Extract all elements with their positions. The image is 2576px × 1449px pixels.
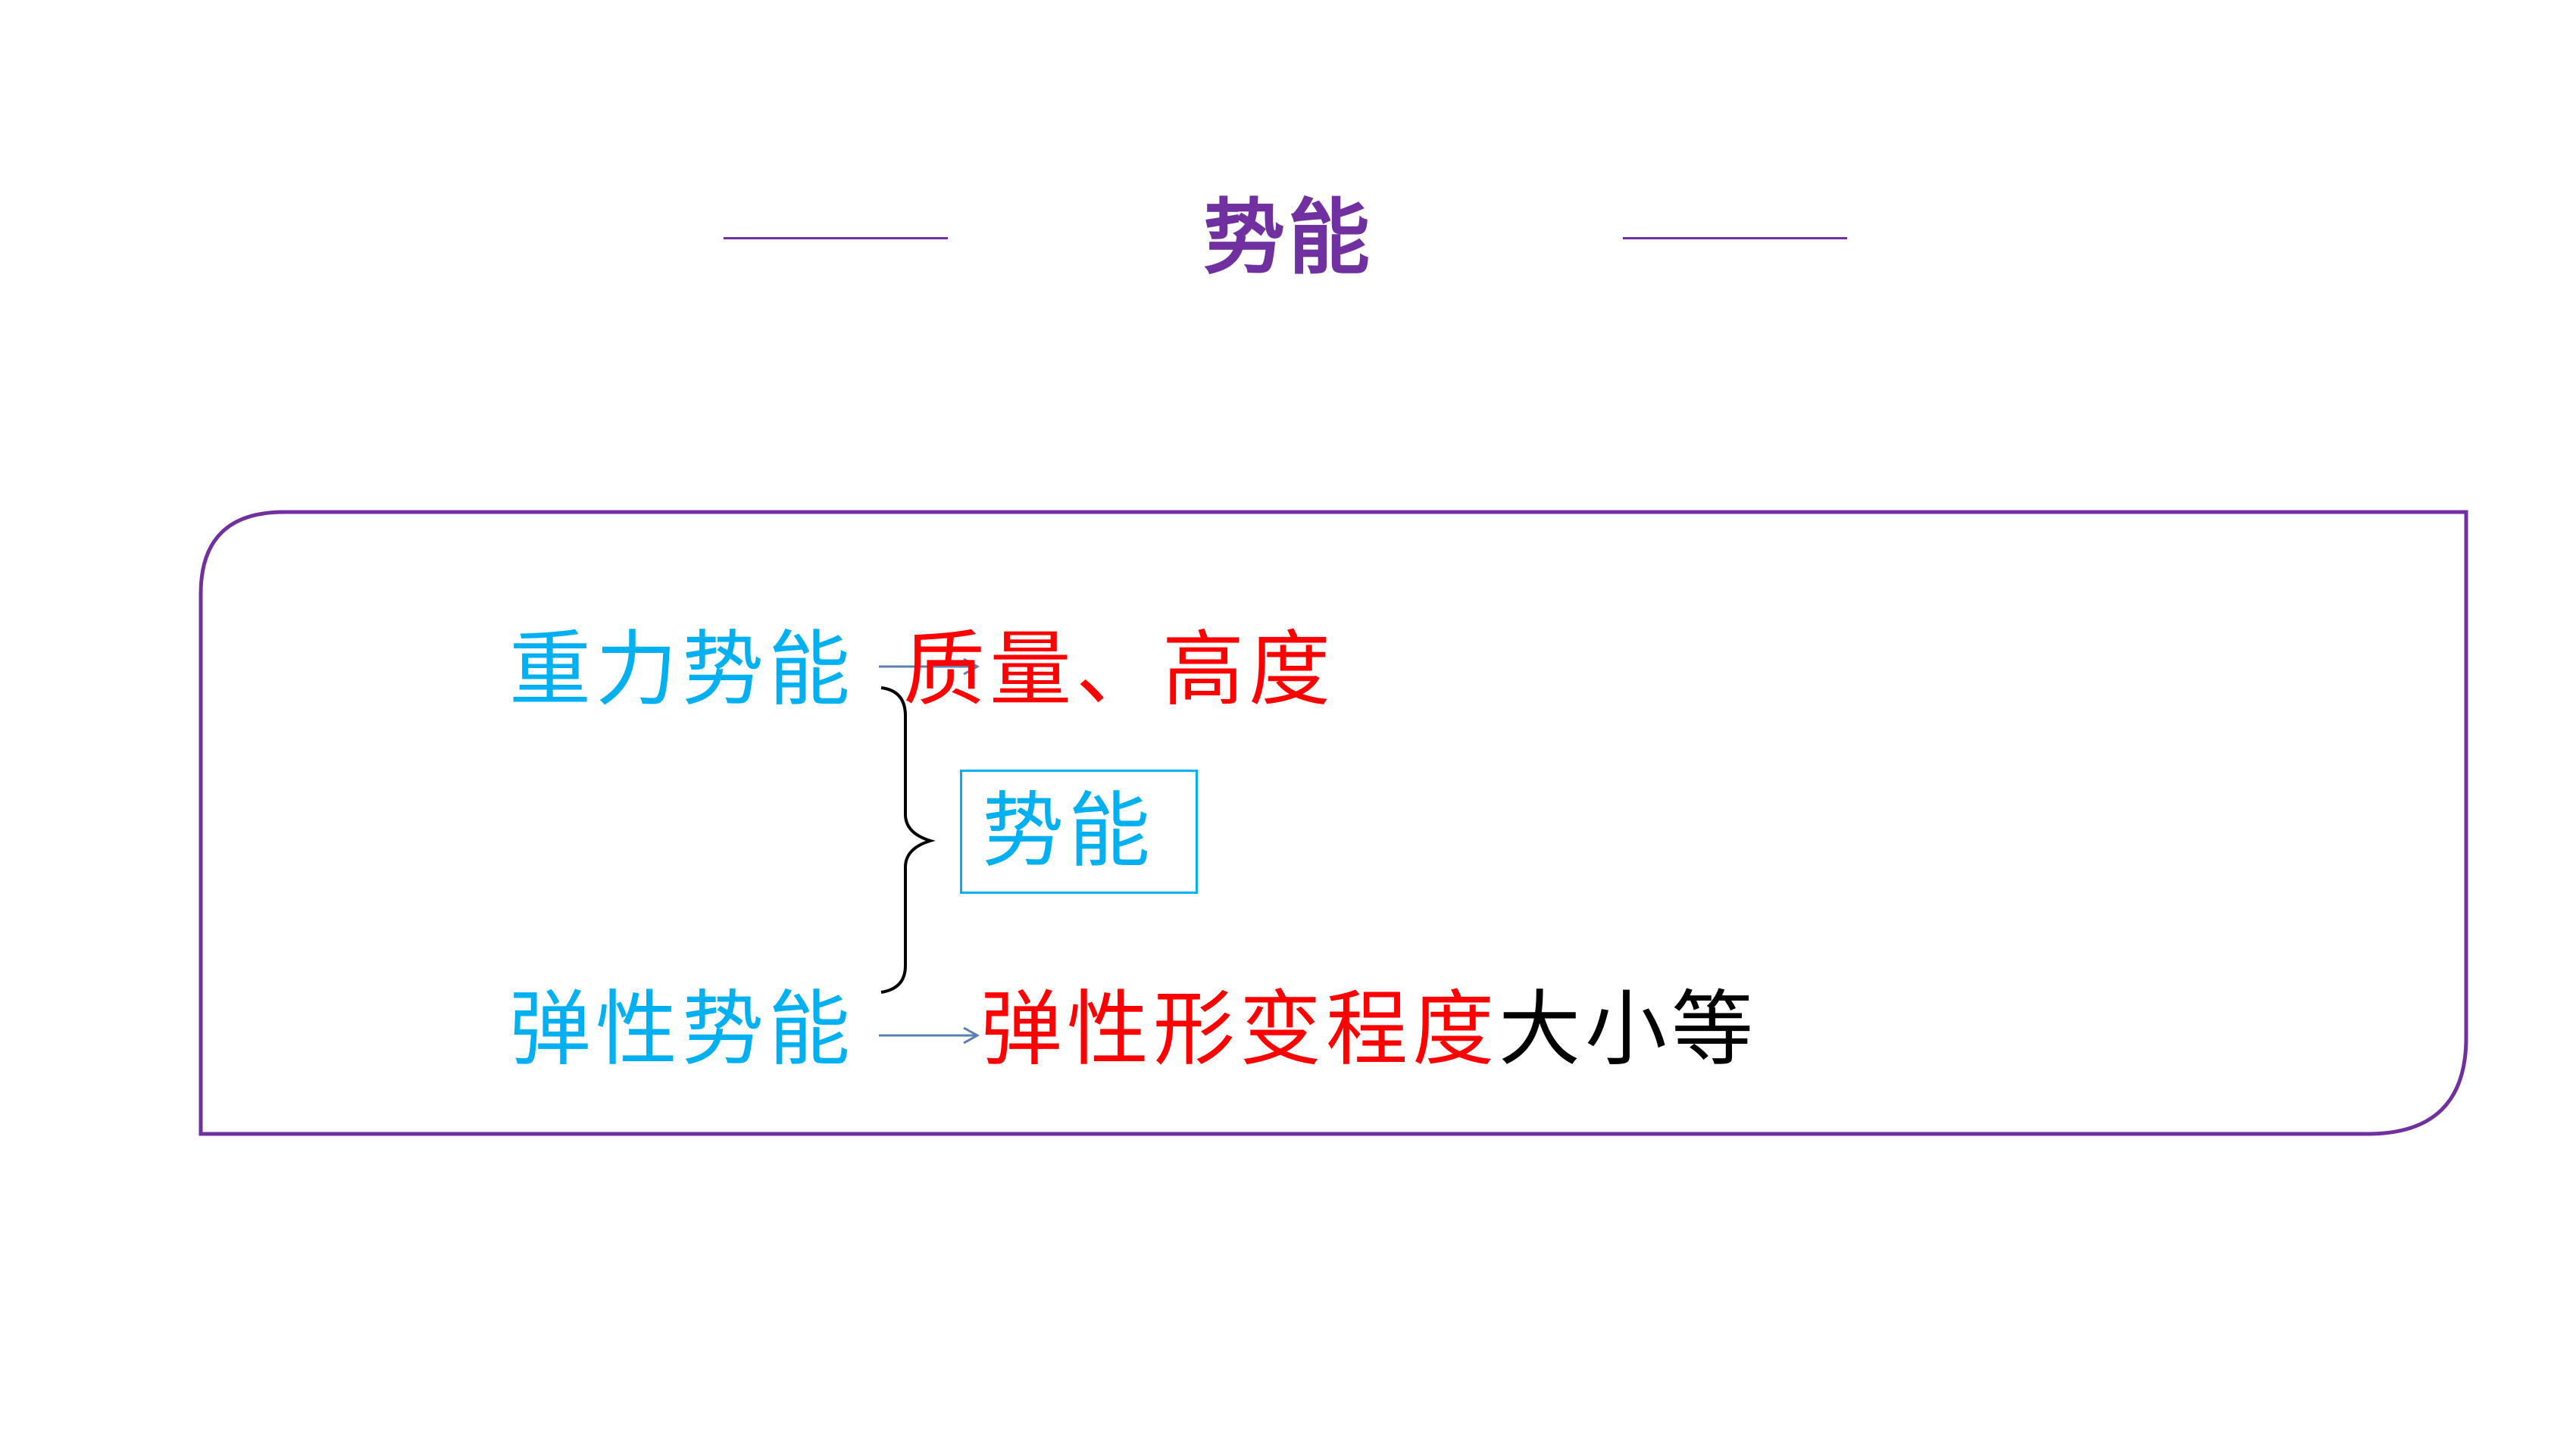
elastic-factors-red-text: 弹性形变程度 (980, 982, 1499, 1077)
gravitational-potential-energy-label: 重力势能 (509, 623, 855, 717)
arrow-gravitational (879, 657, 980, 676)
title-left-line (724, 237, 948, 239)
arrow-elastic (879, 1026, 980, 1045)
content-frame (199, 510, 2468, 1136)
title-right-line (1623, 237, 1847, 239)
curly-brace (880, 686, 936, 994)
elastic-factors-black-text: 大小等 (1499, 982, 1758, 1077)
potential-energy-box-label: 势能 (982, 784, 1155, 879)
gravitational-factors-label: 质量、高度 (903, 623, 1336, 717)
potential-energy-box: 势能 (960, 770, 1198, 894)
elastic-potential-energy-label: 弹性势能 (509, 982, 855, 1077)
page-title: 势能 (1202, 191, 1373, 286)
elastic-factors-label: 弹性形变程度大小等 (980, 981, 1758, 1079)
